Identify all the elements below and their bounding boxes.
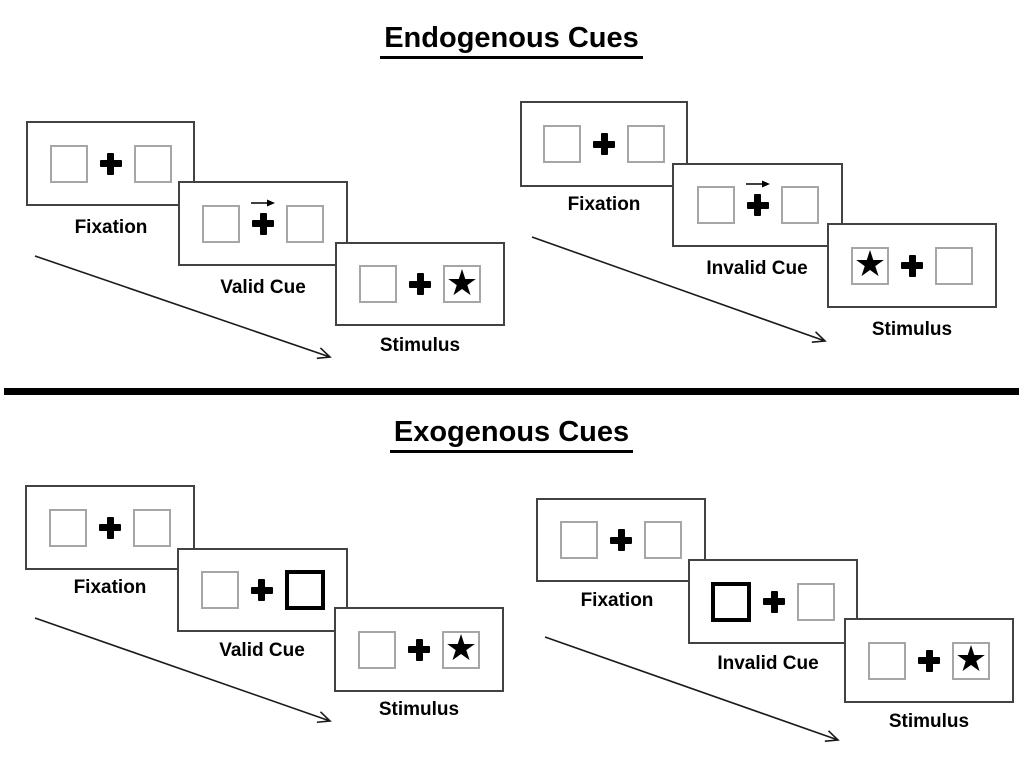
- fixation-cross-icon: [250, 579, 273, 601]
- exogenous-valid-fixation-panel: [25, 485, 195, 570]
- left-box: [359, 265, 397, 303]
- section-title-endogenous: Endogenous Cues: [0, 22, 1023, 59]
- panel-label: Valid Cue: [220, 277, 306, 298]
- panel-label: Stimulus: [871, 319, 953, 340]
- panel-label: Fixation: [74, 217, 148, 238]
- fixation-cross-icon: [918, 649, 940, 672]
- cue-arrow-icon: [745, 180, 770, 188]
- section-divider: [4, 388, 1019, 395]
- right-box-with-star: ★: [443, 261, 481, 303]
- endogenous-valid-stimulus-panel: ★: [335, 242, 505, 326]
- right-box: [133, 144, 172, 183]
- right-box-highlight-cue: [284, 570, 325, 610]
- right-box: [935, 246, 973, 285]
- right-box: [627, 125, 665, 163]
- star-icon: ★: [445, 261, 479, 303]
- left-box: [696, 186, 735, 224]
- left-box: [560, 521, 598, 559]
- timeline-arrow-exogenous-valid: [34, 617, 332, 724]
- exogenous-valid-cue-panel: [177, 548, 348, 632]
- fixation-cross-icon: [251, 199, 275, 235]
- right-box-with-star: ★: [442, 627, 480, 669]
- left-box: [543, 125, 581, 163]
- panel-label: Valid Cue: [219, 640, 305, 661]
- left-box: [202, 204, 240, 243]
- fixation-cross-icon: [745, 180, 770, 216]
- star-icon: ★: [853, 243, 887, 284]
- right-box: [286, 204, 324, 243]
- cue-arrow-icon: [251, 199, 275, 206]
- timeline-arrow-endogenous-invalid: [531, 236, 827, 343]
- right-box-with-star: ★: [952, 638, 990, 680]
- fixation-cross-icon: [99, 516, 121, 539]
- endogenous-invalid-fixation-panel: [520, 101, 688, 187]
- endogenous-valid-fixation-panel: [26, 121, 195, 206]
- left-box-highlight-cue: [711, 581, 751, 622]
- left-box: [868, 641, 906, 680]
- star-icon: ★: [444, 627, 478, 668]
- left-box: [49, 144, 88, 183]
- timeline-arrow-endogenous-valid: [34, 255, 332, 360]
- fixation-cross-icon: [610, 529, 632, 551]
- exogenous-invalid-stimulus-panel: ★: [844, 618, 1014, 703]
- fixation-cross-icon: [99, 152, 122, 175]
- star-icon: ★: [954, 638, 988, 679]
- endogenous-invalid-stimulus-panel: ★: [827, 223, 997, 308]
- right-box: [133, 508, 171, 547]
- right-box: [780, 186, 819, 224]
- exogenous-invalid-fixation-panel: [536, 498, 706, 582]
- panel-label: Invalid Cue: [717, 653, 819, 674]
- exogenous-invalid-cue-panel: [688, 559, 858, 644]
- section-title-exogenous: Exogenous Cues: [0, 416, 1023, 453]
- fixation-cross-icon: [408, 638, 430, 661]
- panel-label: Stimulus: [378, 699, 460, 720]
- fixation-cross-icon: [593, 133, 615, 155]
- left-box: [200, 571, 239, 609]
- left-box: [358, 630, 396, 669]
- panel-label: Invalid Cue: [706, 258, 808, 279]
- panel-label: Stimulus: [379, 335, 461, 356]
- exogenous-valid-stimulus-panel: ★: [334, 607, 504, 692]
- endogenous-invalid-cue-panel: [672, 163, 843, 247]
- left-box: [49, 508, 87, 547]
- fixation-cross-icon: [409, 273, 431, 295]
- left-box-with-star: ★: [851, 243, 889, 285]
- panel-label: Fixation: [73, 577, 147, 598]
- panel-label: Fixation: [567, 194, 641, 215]
- fixation-cross-icon: [763, 590, 785, 613]
- panel-label: Fixation: [580, 590, 654, 611]
- right-box: [644, 521, 682, 559]
- panel-label: Stimulus: [888, 711, 970, 732]
- fixation-cross-icon: [901, 254, 923, 277]
- right-box: [797, 582, 835, 621]
- endogenous-valid-cue-panel: [178, 181, 348, 266]
